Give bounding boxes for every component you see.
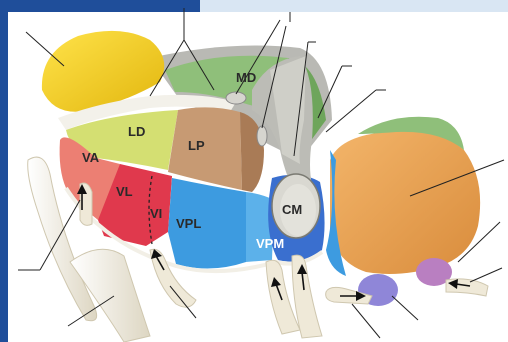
landmark-mid xyxy=(257,126,267,146)
label-vl: VL xyxy=(116,184,133,199)
frame-top-light xyxy=(200,0,508,12)
label-md: MD xyxy=(236,70,256,85)
label-va: VA xyxy=(82,150,100,165)
label-vpl: VPL xyxy=(176,216,201,231)
frame-top-edge xyxy=(0,0,200,12)
label-lp: LP xyxy=(188,138,205,153)
label-vpm: VPM xyxy=(256,236,284,251)
label-ld: LD xyxy=(128,124,145,139)
frame-left-edge xyxy=(0,0,8,342)
pulvinar xyxy=(330,131,480,274)
label-vi: VI xyxy=(150,206,162,221)
label-cm: CM xyxy=(282,202,302,217)
